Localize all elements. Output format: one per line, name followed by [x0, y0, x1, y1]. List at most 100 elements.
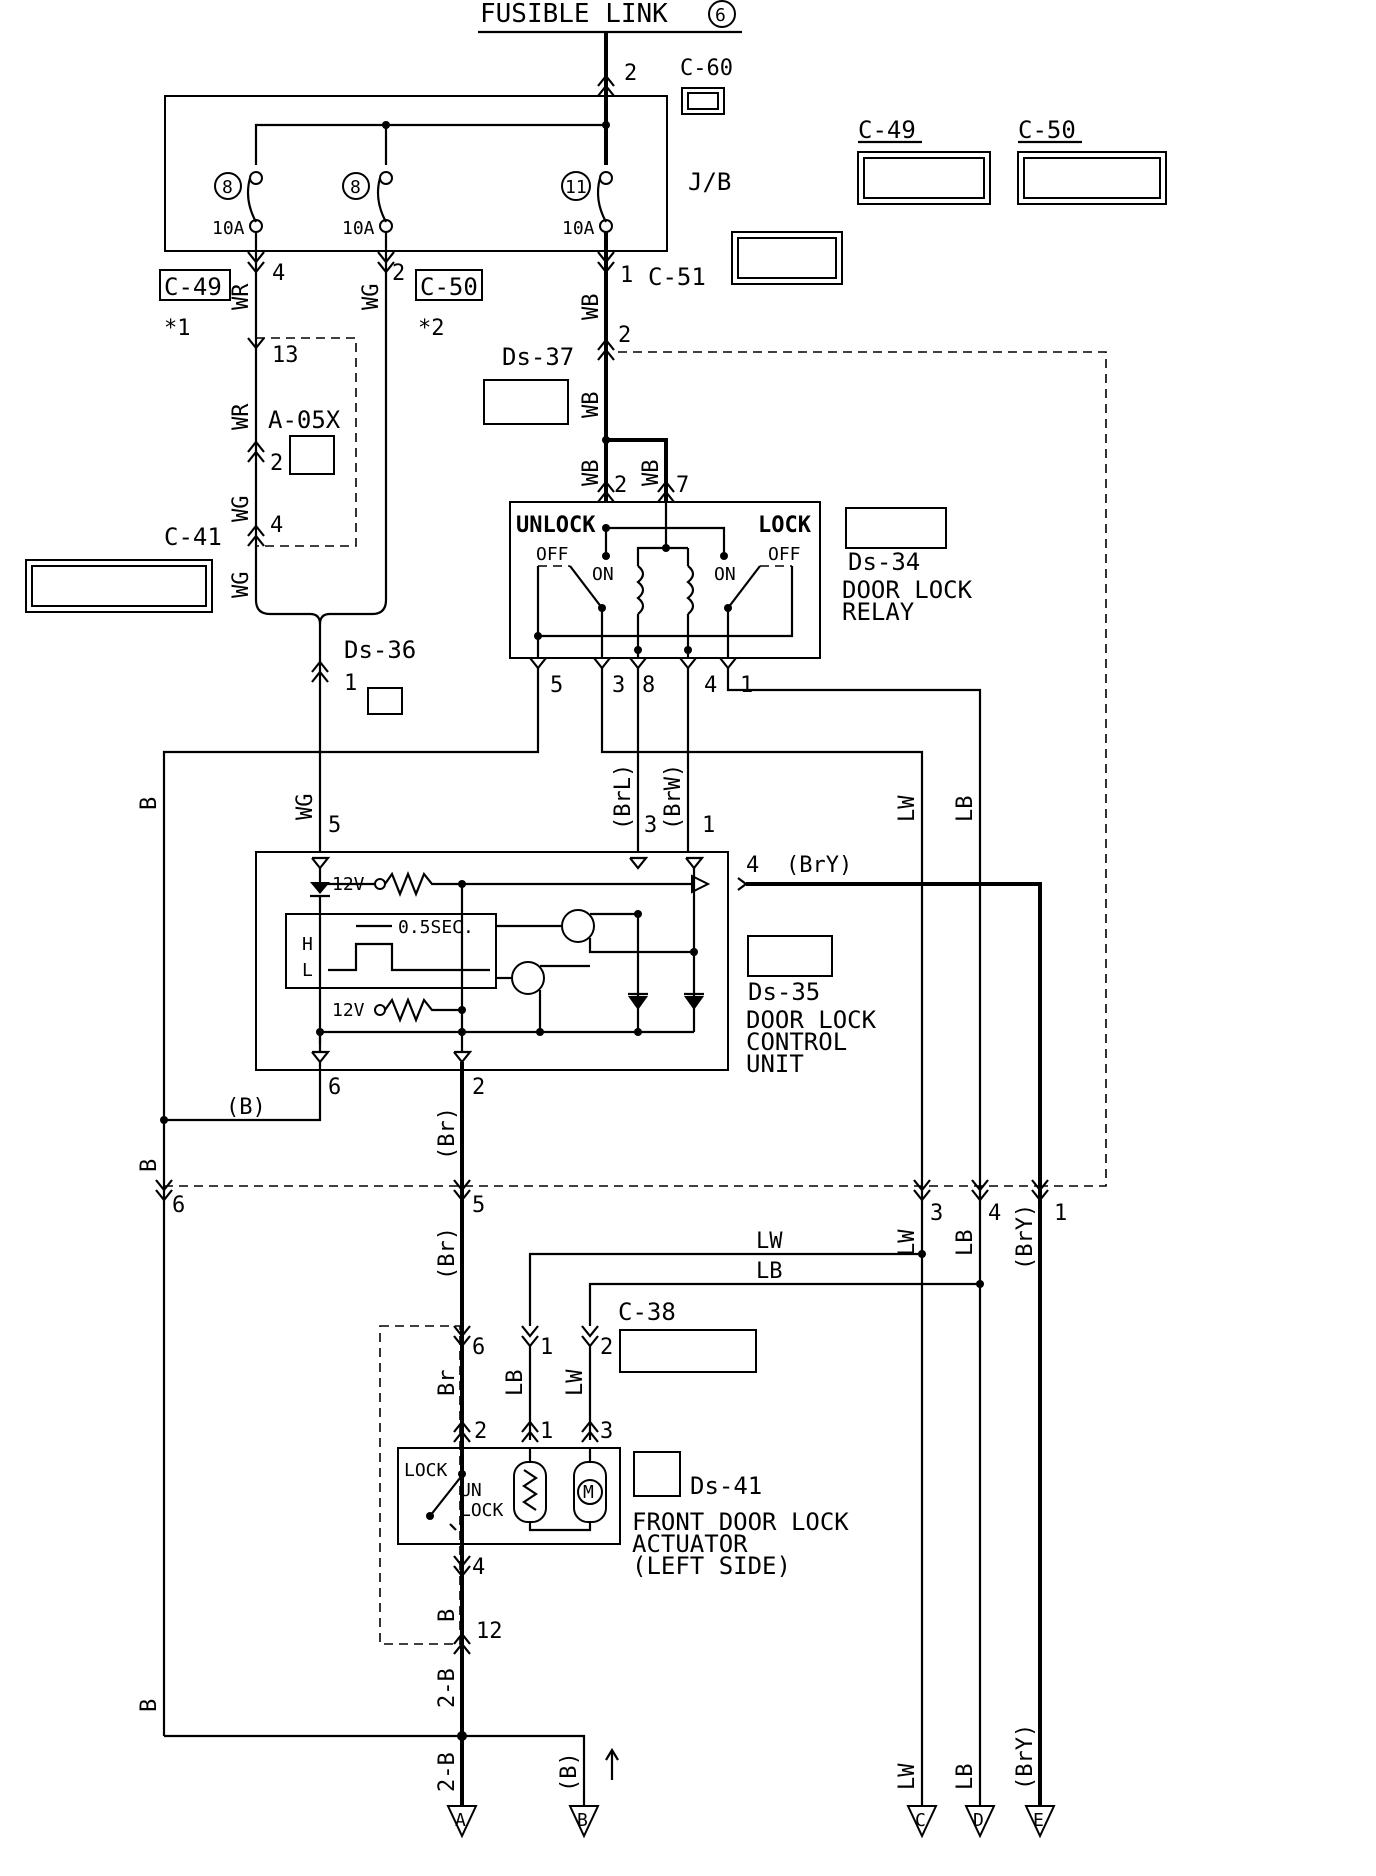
wire-b-3: B [435, 1609, 460, 1622]
jb-label: J/B [688, 168, 731, 196]
svg-text:LOCK: LOCK [460, 1500, 504, 1521]
svg-text:10A: 10A [562, 218, 595, 239]
fusible-link-header: FUSIBLE LINK 6 [478, 0, 742, 34]
motor-icon: M [583, 1482, 594, 1503]
wire-b-2: B [137, 1159, 162, 1172]
a05x-label: A-05X [268, 406, 341, 434]
wire-lw-4: LW [563, 1369, 588, 1396]
pin-1-ds36: 1 [344, 671, 357, 696]
ds37-connector-icon [483, 379, 569, 425]
wire-wg-1: WG [359, 284, 384, 311]
pin-1-cu: 1 [702, 813, 715, 838]
pin-2-ds37: 2 [618, 323, 631, 348]
svg-text:10A: 10A [212, 218, 245, 239]
svg-text:6: 6 [472, 1335, 485, 1360]
svg-text:5: 5 [472, 1193, 485, 1218]
svg-text:10A: 10A [342, 218, 375, 239]
pin-12: 12 [476, 1619, 503, 1644]
cu-title-1: DOOR LOCK [746, 1006, 877, 1034]
wire-lb-4: LB [503, 1370, 528, 1397]
svg-text:2: 2 [600, 1335, 613, 1360]
svg-text:ON: ON [714, 564, 736, 585]
pin-13: 13 [272, 343, 299, 368]
svg-text:5: 5 [550, 673, 563, 698]
wire-b-paren: (B) [226, 1095, 266, 1120]
wire-bry-1: (BrY) [786, 853, 852, 878]
wire-lw-2: LW [895, 1229, 920, 1256]
svg-text:L: L [302, 960, 313, 981]
svg-text:8: 8 [350, 177, 361, 198]
terminal-a: A [455, 1810, 466, 1831]
wire-br-2: (Br) [435, 1227, 460, 1280]
relay-title-1: DOOR LOCK [842, 576, 973, 604]
svg-text:3: 3 [612, 673, 625, 698]
ds41-label: Ds-41 [690, 1472, 762, 1500]
pin-6-cu: 6 [328, 1075, 341, 1100]
terminal-b: B [577, 1810, 588, 1831]
wire-br-3: Br [435, 1370, 460, 1397]
c51-connector-icon [731, 231, 843, 285]
svg-text:1: 1 [1054, 1201, 1067, 1226]
wire-b-4: B [137, 1699, 162, 1712]
terminal-d: D [973, 1810, 984, 1831]
ds37-label: Ds-37 [502, 343, 574, 371]
wire-b-1: B [137, 797, 162, 810]
svg-text:ON: ON [592, 564, 614, 585]
relay-lock-label: LOCK [758, 513, 812, 538]
a05x-connector-icon [289, 435, 335, 475]
c60-label: C-60 [680, 56, 733, 81]
svg-text:OFF: OFF [768, 544, 801, 565]
note-1: *1 [164, 316, 191, 341]
wire-lb-5: LB [953, 1764, 978, 1791]
junction-block: J/B 8 10A 8 10A 11 1 [164, 95, 731, 252]
svg-text:8: 8 [642, 673, 655, 698]
terminal-c: C [915, 1810, 926, 1831]
connector-row: 6 5 3 4 1 [155, 1179, 1067, 1226]
wire-brw: (BrW) [661, 764, 686, 830]
svg-text:4: 4 [988, 1201, 1001, 1226]
svg-text:UN: UN [460, 1480, 482, 1501]
relay-unlock-label: UNLOCK [516, 513, 596, 538]
ds35-connector-icon [747, 935, 833, 977]
door-lock-relay: UNLOCK LOCK OFF ON ON OFF [509, 501, 821, 659]
wire-wr-1: WR [229, 283, 254, 310]
pin-4-c49: 4 [272, 261, 285, 286]
wire-wb-4: WB [639, 460, 664, 487]
c38-pins: 6 1 2 [453, 1325, 613, 1360]
ds36-connector-icon [367, 687, 403, 715]
c49-small-label: C-49 [164, 273, 222, 301]
pin-2-a05x: 2 [270, 451, 283, 476]
c38-connector-icon [619, 1329, 757, 1373]
wire-brl: (BrL) [611, 764, 636, 830]
svg-text:6: 6 [172, 1193, 185, 1218]
pin-1-c51: 1 [620, 263, 633, 288]
pin-2-c50: 2 [392, 261, 405, 286]
wire-lw-5: LW [895, 1763, 920, 1790]
wire-bry-3: (BrY) [1013, 1724, 1038, 1790]
ds34-label: Ds-34 [848, 548, 920, 576]
relay-title-2: RELAY [842, 598, 915, 626]
svg-text:8: 8 [222, 177, 233, 198]
c51-label: C-51 [648, 263, 706, 291]
svg-text:12V: 12V [332, 1000, 365, 1021]
pin-7-relay: 7 [676, 473, 689, 498]
front-door-lock-actuator: LOCK UN LOCK M [397, 1447, 621, 1560]
c49-connector: C-49 [857, 116, 991, 205]
svg-text:LOCK: LOCK [404, 1460, 448, 1481]
svg-text:1: 1 [740, 673, 753, 698]
c38-box [379, 1325, 461, 1645]
fuse-2: 8 10A [342, 171, 393, 239]
act-title-3: (LEFT SIDE) [632, 1552, 791, 1580]
wire-lw-1: LW [895, 795, 920, 822]
ds35-label: Ds-35 [748, 978, 820, 1006]
wire-br-1: (Br) [435, 1107, 460, 1160]
wire-2b-2: 2-B [435, 1752, 460, 1792]
pin-1-act: 1 [540, 1419, 553, 1444]
act-title-1: FRONT DOOR LOCK [632, 1508, 849, 1536]
wire-b-5: (B) [557, 1752, 582, 1792]
pin-4-act: 4 [472, 1555, 485, 1580]
cu-title-2: CONTROL [746, 1028, 847, 1056]
pin-4-a05x: 4 [270, 513, 283, 538]
c38-label: C-38 [618, 1298, 676, 1326]
pin-2-relay: 2 [614, 473, 627, 498]
